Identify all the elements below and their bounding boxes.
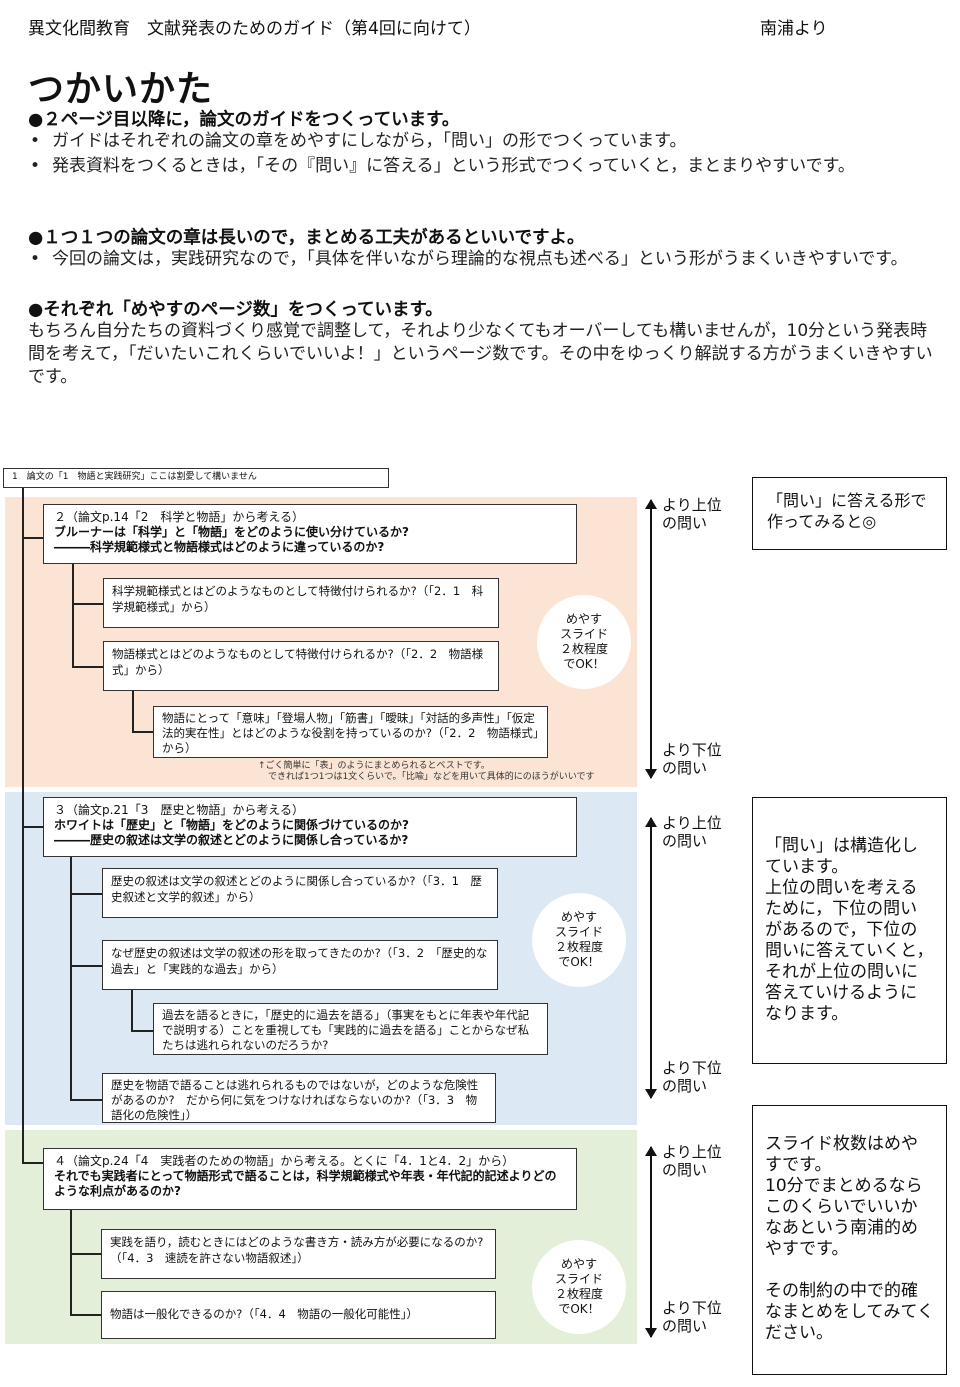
sec4-sub-question-1: 実践を語り，読むときにはどのような書き方・読み方が必要になるのか?（「4．3 速… — [101, 1229, 496, 1279]
section1-heading: ●２ページ目以降に，論文のガイドをつくっています。 — [28, 110, 460, 130]
bullet-marker: • — [30, 131, 41, 151]
connector — [70, 857, 72, 1099]
sec3-main-line2: ホワイトは「歴史」と「物語」をどのように関係づけているのか? — [54, 818, 409, 832]
connector — [72, 564, 74, 666]
connector — [70, 893, 102, 895]
bullet-text: 今回の論文は，実践研究なので，「具体を伴いながら理論的な視点も述べる」という形が… — [52, 249, 908, 269]
section3-paragraph: もちろん自分たちの資料づくり感覚で調整して，それより少なくてもオーバーしても構い… — [28, 321, 933, 387]
sec3-sub-question-1: 歴史の叙述は文学の叙述とどのように関係し合っているか?（「3．1 歴史叙述と文学… — [102, 868, 498, 918]
sec2-main-line1: ２（論文p.14「2 科学と物語」から考える） — [54, 510, 304, 524]
sec3-main-question: ３（論文p.21「3 歴史と物語」から考える） ホワイトは「歴史」と「物語」をど… — [43, 797, 577, 857]
bullet-text: ガイドはそれぞれの論文の章をめやすにしながら，「問い」の形でつくっています。 — [52, 131, 687, 151]
lower-question-label: より下位 の問い — [662, 741, 722, 777]
sec3-slide-estimate-badge: めやす スライド ２枚程度 でOK！ — [532, 893, 626, 987]
sec4-sub-question-2: 物語は一般化できるのか?（「4．4 物語の一般化可能性」） — [101, 1291, 496, 1339]
chapter1-box: 1 論文の「1 物語と実践研究」ここは割愛して構いません — [3, 468, 389, 488]
page-title: つかいかた — [28, 69, 214, 110]
sec4-slide-estimate: めやす スライド ２枚程度 でOK！ — [554, 1257, 603, 1316]
upper-question-label: より上位 の問い — [662, 1143, 722, 1179]
sec2-slide-estimate: めやす スライド ２枚程度 でOK！ — [559, 612, 608, 671]
connector — [70, 1210, 72, 1314]
side-note-answer-form: 「問い」に答える形で作ってみると◎ — [752, 477, 947, 550]
hierarchy-arrow — [646, 817, 656, 1099]
doc-header-author: 南浦より — [760, 19, 828, 39]
connector — [72, 603, 104, 605]
connector — [22, 826, 44, 828]
sec2-note-2: できれば1つ1つは1文くらいで。「比喩」などを用いて具体的にのほうがいいです — [268, 772, 595, 782]
doc-header-title: 異文化間教育 文献発表のためのガイド（第4回に向けて） — [28, 19, 481, 39]
connector — [70, 1314, 102, 1316]
connector — [22, 537, 44, 539]
section1-bullet2: • 発表資料をつくるときは，「その『問い』に答える」という形式でつくっていくと，… — [30, 155, 930, 178]
sec3-main-line1: ３（論文p.21「3 歴史と物語」から考える） — [54, 803, 304, 817]
sec2-note-1: ↑ごく簡単に「表」のようにまとめられるとベストです。 — [258, 761, 490, 771]
sec3-slide-estimate: めやす スライド ２枚程度 でOK！ — [554, 910, 603, 969]
sec2-sub-question-3: 物語にとって「意味」「登場人物」「筋書」「曖昧」「対話的多声性」「仮定法的実在性… — [153, 706, 548, 758]
upper-question-label: より上位 の問い — [662, 496, 722, 532]
lower-question-label: より下位 の問い — [662, 1059, 722, 1095]
sec2-sub-question-2: 物語様式とはどのようなものとして特徴付けられるか?（「2．2 物語様式」から） — [103, 641, 499, 691]
connector — [70, 965, 102, 967]
bullet-marker: • — [30, 249, 41, 269]
sec2-main-question: ２（論文p.14「2 科学と物語」から考える） ブルーナーは「科学」と「物語」を… — [43, 504, 577, 564]
connector — [70, 1253, 102, 1255]
connector — [131, 1030, 153, 1032]
sec4-main-line2: それでも実践者にとって物語形式で語ることは，科学規範様式や年表・年代記的記述より… — [54, 1169, 557, 1198]
lower-question-label: より下位 の問い — [662, 1299, 722, 1335]
hierarchy-arrow — [646, 1146, 656, 1338]
sec4-main-line1: ４（論文p.24「4 実践者のための物語」から考える。とくに「4．1と4．2」か… — [54, 1154, 515, 1168]
connector — [22, 1162, 44, 1164]
sec3-main-line3: ―――歴史の叙述は文学の叙述とどのように関係し合っているか? — [54, 833, 409, 847]
side-note-slide-count: スライド枚数はめやすです。 10分でまとめるならこのくらいでいいかなあという南浦… — [752, 1105, 947, 1375]
connector — [131, 990, 133, 1030]
upper-question-label: より上位 の問い — [662, 814, 722, 850]
sec2-sub-question-1: 科学規範様式とはどのようなものとして特徴付けられるか?（「2．1 科学規範様式」… — [103, 578, 499, 628]
sec2-slide-estimate-badge: めやす スライド ２枚程度 でOK！ — [537, 595, 631, 689]
connector — [132, 731, 154, 733]
sec3-sub-question-2: なぜ歴史の叙述は文学の叙述の形を取ってきたのか?（「3．2 「歴史的な過去」と「… — [102, 940, 498, 990]
section2-heading: ●１つ１つの論文の章は長いので，まとめる工夫があるといいですよ。 — [28, 228, 585, 248]
hierarchy-arrow — [646, 499, 656, 779]
bullet-text: 発表資料をつくるときは，「その『問い』に答える」という形式でつくっていくと，まと… — [52, 156, 855, 176]
sec3-sub-question-3: 過去を語るときに，「歴史的に過去を語る」（事実をもとに年表や年代記で説明する）こ… — [153, 1003, 548, 1055]
bullet-marker: • — [30, 156, 41, 176]
sec4-main-question: ４（論文p.24「4 実践者のための物語」から考える。とくに「4．1と4．2」か… — [43, 1148, 577, 1210]
section3-heading: ●それぞれ「めやすのページ数」をつくっています。 — [28, 300, 443, 320]
connector — [132, 691, 134, 731]
section2-bullet1: • 今回の論文は，実践研究なので，「具体を伴いながら理論的な視点も述べる」という… — [30, 248, 930, 271]
sec2-main-line3: ―――科学規範様式と物語様式はどのように違っているのか? — [54, 540, 385, 554]
sec3-sub-question-4: 歴史を物語で語ることは逃れられるものではないが，どのような危険性があるのか? だ… — [102, 1073, 496, 1123]
section1-bullet1: • ガイドはそれぞれの論文の章をめやすにしながら，「問い」の形でつくっています。 — [30, 130, 930, 153]
trunk-line — [22, 487, 24, 1163]
side-note-structure: 「問い」は構造化しています。 上位の問いを考えるために，下位の問いがあるので，下… — [752, 797, 947, 1064]
connector — [70, 1099, 102, 1101]
sec2-main-line2: ブルーナーは「科学」と「物語」をどのように使い分けているか? — [54, 525, 409, 539]
sec4-slide-estimate-badge: めやす スライド ２枚程度 でOK！ — [532, 1240, 626, 1334]
connector — [72, 666, 104, 668]
